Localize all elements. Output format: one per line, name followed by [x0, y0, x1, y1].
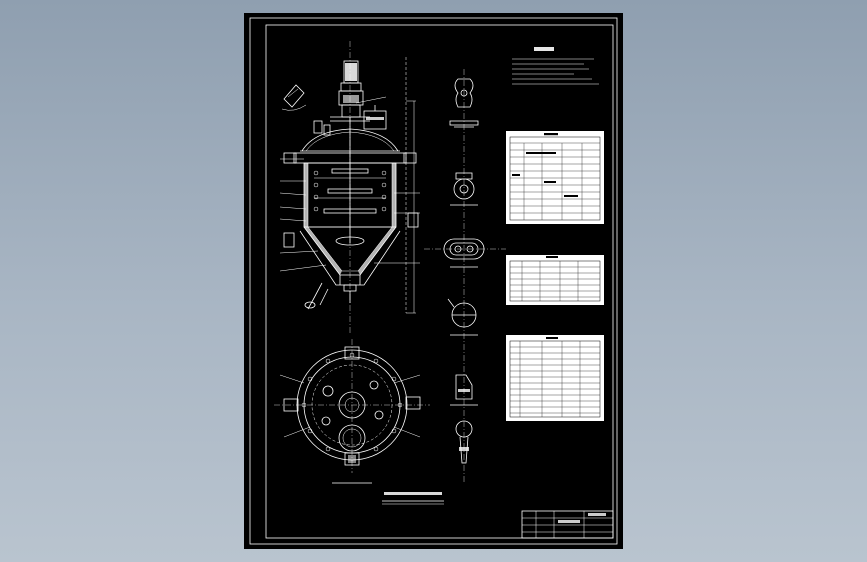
outer-border: [249, 17, 618, 545]
vessel-plan-view: [274, 339, 430, 484]
title-block: [521, 510, 614, 539]
main-title: [382, 492, 444, 505]
detail-nozzle: [450, 374, 478, 406]
detail-lug: [449, 78, 479, 128]
specs-table: [506, 131, 604, 224]
detail-flange-round: [450, 172, 478, 206]
drawing-sheet: [244, 13, 623, 549]
nozzle-table: [506, 255, 604, 305]
detail-views-column: [424, 69, 506, 483]
detail-hanger: [455, 420, 473, 464]
parts-table: [506, 335, 604, 421]
vessel-elevation-view: [279, 41, 420, 333]
technical-requirements: [512, 47, 599, 85]
inner-border: [265, 24, 614, 539]
detail-sketch-top-left: [281, 84, 307, 111]
detail-cover: [447, 298, 478, 336]
detail-manhole-oblong: [424, 238, 506, 268]
